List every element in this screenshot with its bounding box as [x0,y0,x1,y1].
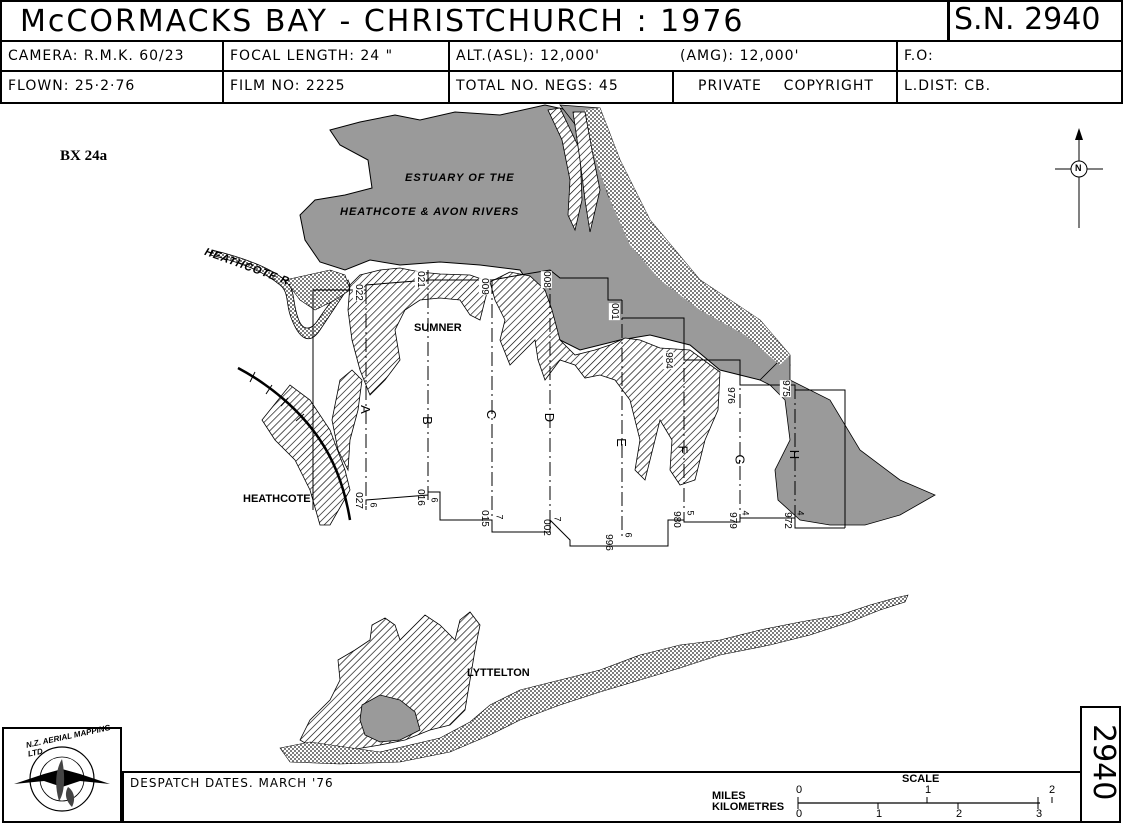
side-sheet-number: 2940 [1086,724,1121,801]
altitude-amg-info: (AMG): 12,000' [680,48,800,64]
bottom-frame-h: 972 [781,512,793,529]
film-number-info: FILM NO: 2225 [230,78,346,94]
north-symbol: N [1075,163,1082,173]
run-letter-f: F [675,445,691,454]
spit [572,111,601,233]
lyttelton-harbour [359,694,421,743]
estuary-label-line1: ESTUARY OF THE [405,172,515,184]
top-frame-f: 984 [662,352,674,369]
scale-bar [797,797,1053,809]
camera-info: CAMERA: R.M.K. 60/23 [8,48,185,64]
despatch-dates: DESPATCH DATES. MARCH '76 [130,776,334,790]
frame-count-a: 6 [368,502,379,508]
top-frame-c: 009 [478,278,490,295]
sumner-label: SUMNER [414,322,462,334]
beach-edge [585,108,790,365]
heathcote-label: HEATHCOTE [243,493,311,505]
miles-tick-0: 0 [796,784,803,796]
flown-info: FLOWN: 25·2·76 [8,78,136,94]
fo-info: F.O: [904,48,934,64]
frame-count-e: 6 [623,532,634,538]
km-tick-2: 2 [956,808,963,820]
total-negatives-info: TOTAL NO. NEGS: 45 [456,78,619,94]
survey-number: S.N. 2940 [954,2,1101,37]
altitude-asl-info: ALT.(ASL): 12,000' [456,48,600,64]
info-row-2: FLOWN: 25·2·76 FILM NO: 2225 TOTAL NO. N… [0,72,1123,104]
scale-miles-label: MILES [712,790,746,802]
lyttelton-label: LYTTELTON [467,667,530,679]
logo-emblem [14,746,110,812]
footer-bar: DESPATCH DATES. MARCH '76 SCALE MILES KI… [122,771,1080,823]
km-tick-3: 3 [1036,808,1043,820]
bottom-frame-g: 979 [726,512,738,529]
survey-number-box: S.N. 2940 [947,0,1121,42]
run-letter-e: E [613,438,629,447]
side-sheet-number-box: 2940 [1080,706,1121,823]
sumner-head [489,271,721,486]
flight-lines [312,269,846,547]
sumner-land [347,267,491,396]
sheet-code: BX 24a [60,148,108,164]
bottom-frame-b: 016 [414,489,426,506]
line-distance-info: L.DIST: CB. [904,78,992,94]
frame-count-h: 4 [795,510,806,516]
frame-count-c: 7 [494,514,505,520]
estuary-label-line2: HEATHCOTE & AVON RIVERS [340,206,520,218]
top-frame-e: 001 [608,303,620,320]
run-letter-g: G [732,454,748,465]
run-letter-d: D [542,412,558,423]
bottom-frame-a: 027 [352,492,364,509]
bottom-frame-f: 980 [670,511,682,528]
run-letter-h: H [787,449,803,460]
north-arrow [1055,128,1103,228]
cave-rock-land [331,369,363,472]
top-frame-g: 976 [724,387,736,404]
top-frame-a: 022 [352,284,364,301]
title-bar: McCORMACKS BAY - CHRISTCHURCH : 1976 S.N… [0,0,1123,42]
heathcote-land [261,384,351,526]
railway-line [237,366,352,521]
frame-count-g: 4 [740,510,751,516]
scale-title: SCALE [902,773,940,785]
km-tick-1: 1 [876,808,883,820]
miles-tick-2: 2 [1049,784,1056,796]
top-frame-d: 008 [540,271,552,288]
railway-ticks [249,371,305,422]
top-frame-h: 975 [779,380,791,397]
copyright-info: PRIVATE COPYRIGHT [698,78,874,94]
km-tick-0: 0 [796,808,803,820]
map-title: McCORMACKS BAY - CHRISTCHURCH : 1976 [20,4,745,39]
scale-km-label: KILOMETRES [712,801,785,813]
lyttelton-land [299,611,481,753]
frame-count-b: 6 [429,497,440,503]
frame-count-f: 5 [685,510,696,516]
avon-channel [547,107,583,232]
miles-tick-1: 1 [925,784,932,796]
flight-plan-map [209,104,1103,765]
bottom-frame-e: 996 [602,534,614,551]
focal-length-info: FOCAL LENGTH: 24 " [230,48,394,64]
company-logo: N.Z. AERIAL MAPPING LTD. [2,723,122,823]
top-frame-b: 021 [414,271,426,288]
info-row-1: CAMERA: R.M.K. 60/23 FOCAL LENGTH: 24 " … [0,42,1123,72]
frame-count-d: 7 [552,516,563,522]
run-letter-b: B [419,416,435,425]
bottom-frame-d: 002 [540,519,552,536]
run-letter-c: C [484,409,500,420]
harbour-shore [279,594,909,765]
bottom-frame-c: 015 [478,510,490,527]
run-letter-a: A [357,405,373,414]
